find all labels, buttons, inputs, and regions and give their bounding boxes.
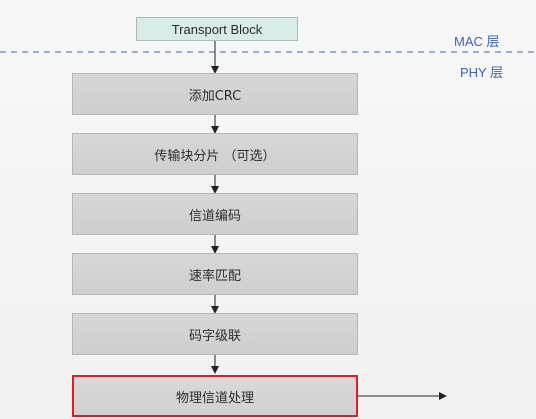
mac-layer-label: MAC 层: [454, 34, 500, 49]
step-rate-matching: 速率匹配: [72, 253, 358, 295]
step-codeword-concatenation: 码字级联: [72, 313, 358, 355]
step-channel-coding: 信道编码: [72, 193, 358, 235]
step-physical-channel-processing: 物理信道处理: [72, 375, 358, 417]
step-transport-block-segmentation: 传输块分片 （可选）: [72, 133, 358, 175]
step-add-crc: 添加CRC: [72, 73, 358, 115]
transport-block-box: Transport Block: [136, 17, 298, 41]
phy-layer-label: PHY 层: [460, 65, 504, 80]
